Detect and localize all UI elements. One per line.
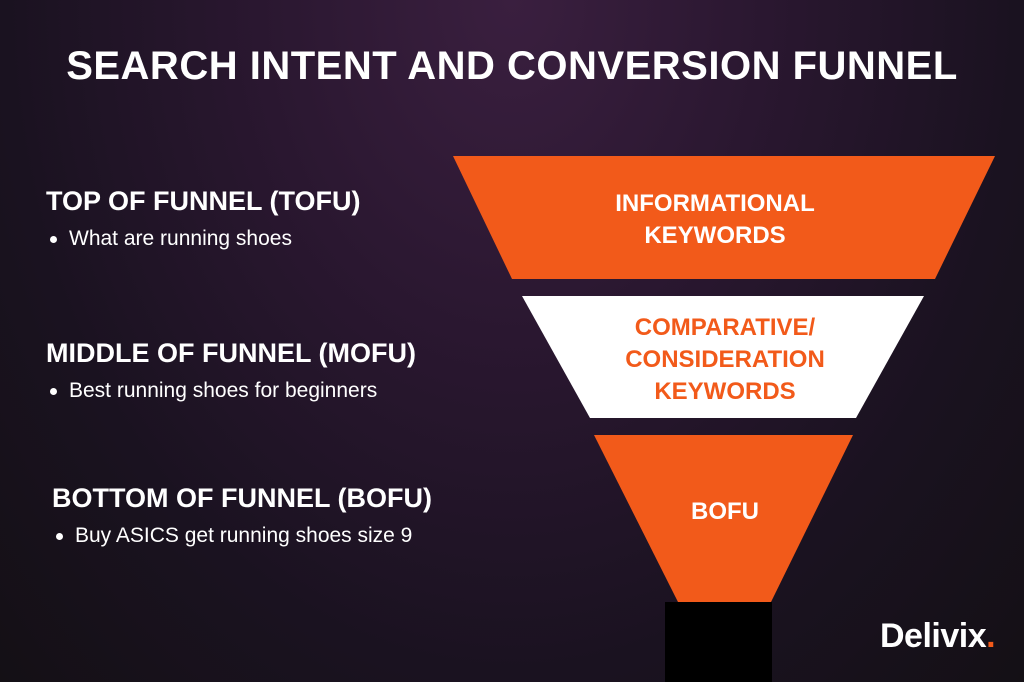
funnel-top-label: INFORMATIONAL KEYWORDS [560,188,870,252]
funnel-middle-label-line: KEYWORDS [654,378,796,405]
stage-heading-tofu: TOP OF FUNNEL (TOFU) [46,186,361,216]
stage-mofu: MIDDLE OF FUNNEL (MOFU) Best running sho… [46,338,516,403]
stage-example-text: Buy ASICS get running shoes size 9 [75,524,413,547]
stage-bofu: BOTTOM OF FUNNEL (BOFU) Buy ASICS get ru… [52,483,522,548]
logo-dot: . [986,617,996,655]
funnel-top-segment [453,156,995,279]
stage-example-text: What are running shoes [69,227,292,250]
stage-example-text: Best running shoes for beginners [69,379,378,402]
logo-text: Delivix [880,617,987,655]
funnel-middle-segment [522,296,924,418]
funnel-bottom-segment [594,435,853,602]
funnel-middle-label-line: COMPARATIVE/ [634,314,816,341]
bullet-dot-icon [56,532,63,540]
stage-example-tofu: What are running shoes [46,227,516,251]
stage-example-mofu: Best running shoes for beginners [46,379,516,403]
funnel-bottom-label: BOFU [691,498,759,525]
funnel-middle-label: COMPARATIVE/ CONSIDERATION KEYWORDS [560,312,890,408]
funnel-stem [665,602,772,682]
bullet-dot-icon [50,235,57,243]
stage-example-bofu: Buy ASICS get running shoes size 9 [52,524,522,548]
funnel-top-label-line: KEYWORDS [644,222,786,249]
funnel-middle-label-line: CONSIDERATION [625,346,825,373]
funnel-top-label-line: INFORMATIONAL [615,190,815,217]
stage-tofu: TOP OF FUNNEL (TOFU) What are running sh… [46,186,516,251]
stage-heading-mofu: MIDDLE OF FUNNEL (MOFU) [46,338,416,368]
page-title: SEARCH INTENT AND CONVERSION FUNNEL [66,44,958,88]
delivix-logo: Delivix. [880,617,996,656]
bullet-dot-icon [50,387,57,395]
stage-heading-bofu: BOTTOM OF FUNNEL (BOFU) [52,483,432,513]
